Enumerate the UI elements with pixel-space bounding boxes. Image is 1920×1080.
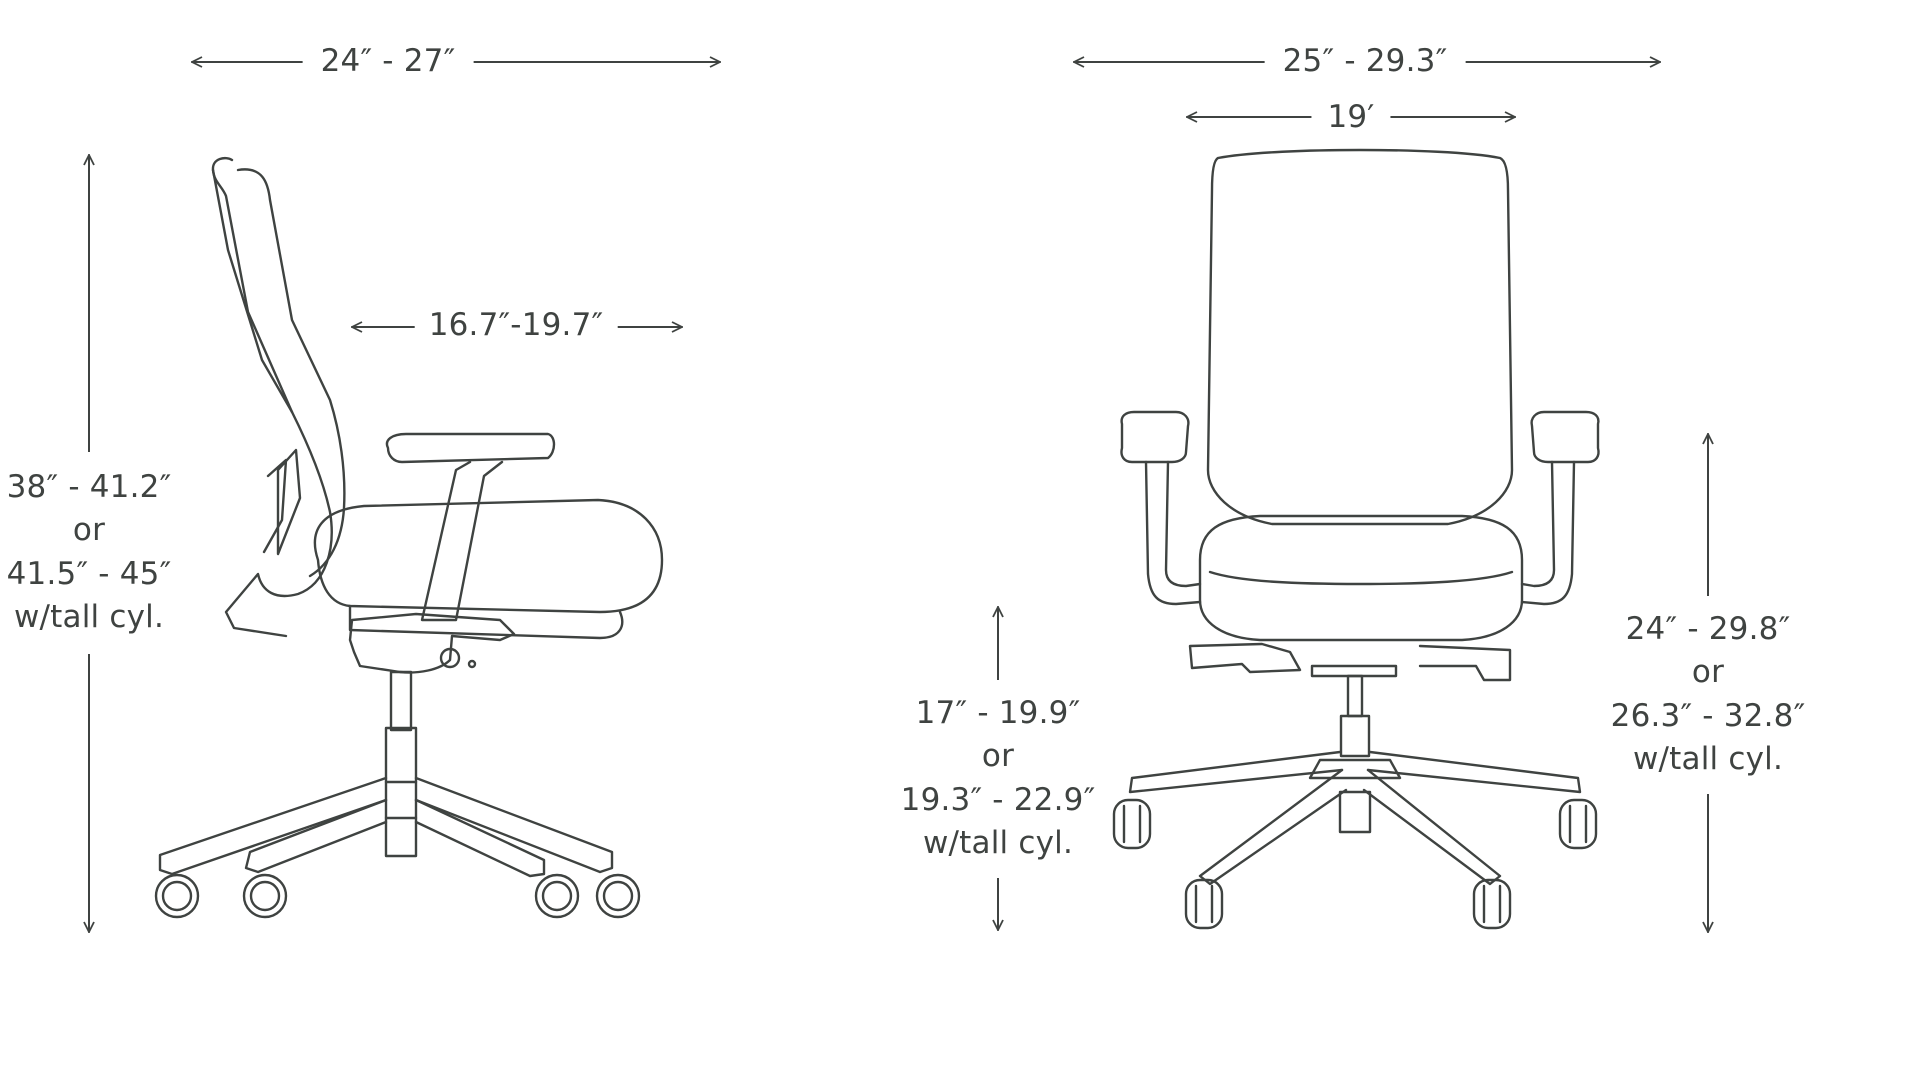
side-seat [313, 498, 664, 614]
arm-height-line-2: or [1691, 654, 1725, 691]
side-backrest [211, 156, 333, 638]
arm-height-line-4: w/tall cyl. [1632, 741, 1784, 778]
side-knob [439, 647, 461, 669]
seat-width-label: 19′ [1311, 96, 1391, 140]
arm-height-line-1: 24″ - 29.8″ [1625, 611, 1791, 647]
front-width-text: 25″ - 29.3″ [1282, 43, 1448, 79]
front-base-leg-front-left [1198, 768, 1348, 886]
side-cylinder [384, 726, 418, 858]
side-height-line-3: 41.5″ - 45″ [6, 555, 172, 592]
front-caster-right [1558, 798, 1598, 850]
side-caster-3 [534, 873, 580, 919]
front-cylinder-upper [1346, 674, 1364, 718]
front-caster-front-right [1472, 878, 1512, 930]
front-base-leg-left [1128, 750, 1344, 794]
front-base-leg-front-right [1362, 768, 1502, 886]
side-seat-underside [348, 604, 624, 640]
side-height-line-2: or [72, 512, 106, 549]
front-seat [1198, 514, 1524, 642]
front-mechanism-plate [1310, 664, 1398, 678]
side-base-leg-left [158, 776, 388, 876]
arm-height-line-3: 26.3″ - 32.8″ [1610, 697, 1806, 734]
arm-depth-text: 16.7″-19.7″ [428, 307, 604, 343]
front-armrest-left-post-b [1164, 460, 1202, 588]
side-backrest-rear [211, 168, 294, 414]
front-mechanism-right [1418, 644, 1512, 682]
seat-height-label: 17″ - 19.9″ or 19.3″ - 22.9″ w/tall cyl. [900, 680, 1096, 878]
side-base-leg-right [414, 776, 614, 874]
front-backrest [1206, 148, 1514, 526]
side-depth-label: 24″ - 27″ [302, 40, 474, 84]
side-caster-1 [154, 873, 200, 919]
side-height-line-4: w/tall cyl. [13, 599, 165, 636]
front-base-leg-right [1366, 750, 1582, 794]
front-armrest-left-pad [1120, 410, 1190, 464]
side-knob-small [467, 659, 477, 669]
front-caster-left [1112, 798, 1152, 850]
side-lumbar-2 [262, 458, 288, 554]
front-armrest-right-post-b [1520, 460, 1556, 588]
side-armrest-post [420, 460, 504, 622]
seat-height-line-3: 19.3″ - 22.9″ [900, 781, 1096, 818]
front-mechanism [1188, 642, 1302, 674]
front-caster-front-left [1184, 878, 1224, 930]
front-armrest-right-post [1520, 460, 1576, 606]
side-height-line-1: 38″ - 41.2″ [6, 469, 172, 505]
front-armrest-right-pad [1530, 410, 1600, 464]
side-base-leg-front [414, 798, 546, 878]
front-armrest-left-post [1144, 460, 1202, 606]
seat-height-line-2: or [981, 738, 1015, 775]
side-view-chair [154, 156, 664, 919]
side-mechanism [348, 612, 516, 674]
side-backrest-inner [236, 168, 346, 578]
front-cylinder-lower [1338, 790, 1372, 834]
side-caster-2 [242, 873, 288, 919]
seat-width-text: 19′ [1327, 99, 1375, 135]
front-cylinder [1339, 714, 1371, 758]
front-view-chair [1112, 148, 1600, 930]
side-base-leg-mid [244, 798, 388, 874]
seat-height-line-1: 17″ - 19.9″ [915, 695, 1081, 731]
front-seat-front-edge [1208, 570, 1514, 586]
side-height-label: 38″ - 41.2″ or 41.5″ - 45″ w/tall cyl. [6, 452, 172, 654]
side-cylinder-upper [389, 670, 413, 732]
front-width-label: 25″ - 29.3″ [1264, 40, 1466, 84]
seat-height-line-4: w/tall cyl. [922, 825, 1074, 862]
front-base-hub [1308, 758, 1402, 780]
side-depth-text: 24″ - 27″ [320, 43, 456, 79]
arm-depth-label: 16.7″-19.7″ [414, 304, 618, 348]
side-armrest-pad [385, 432, 556, 464]
side-caster-4 [595, 873, 641, 919]
arm-height-label: 24″ - 29.8″ or 26.3″ - 32.8″ w/tall cyl. [1610, 596, 1806, 794]
